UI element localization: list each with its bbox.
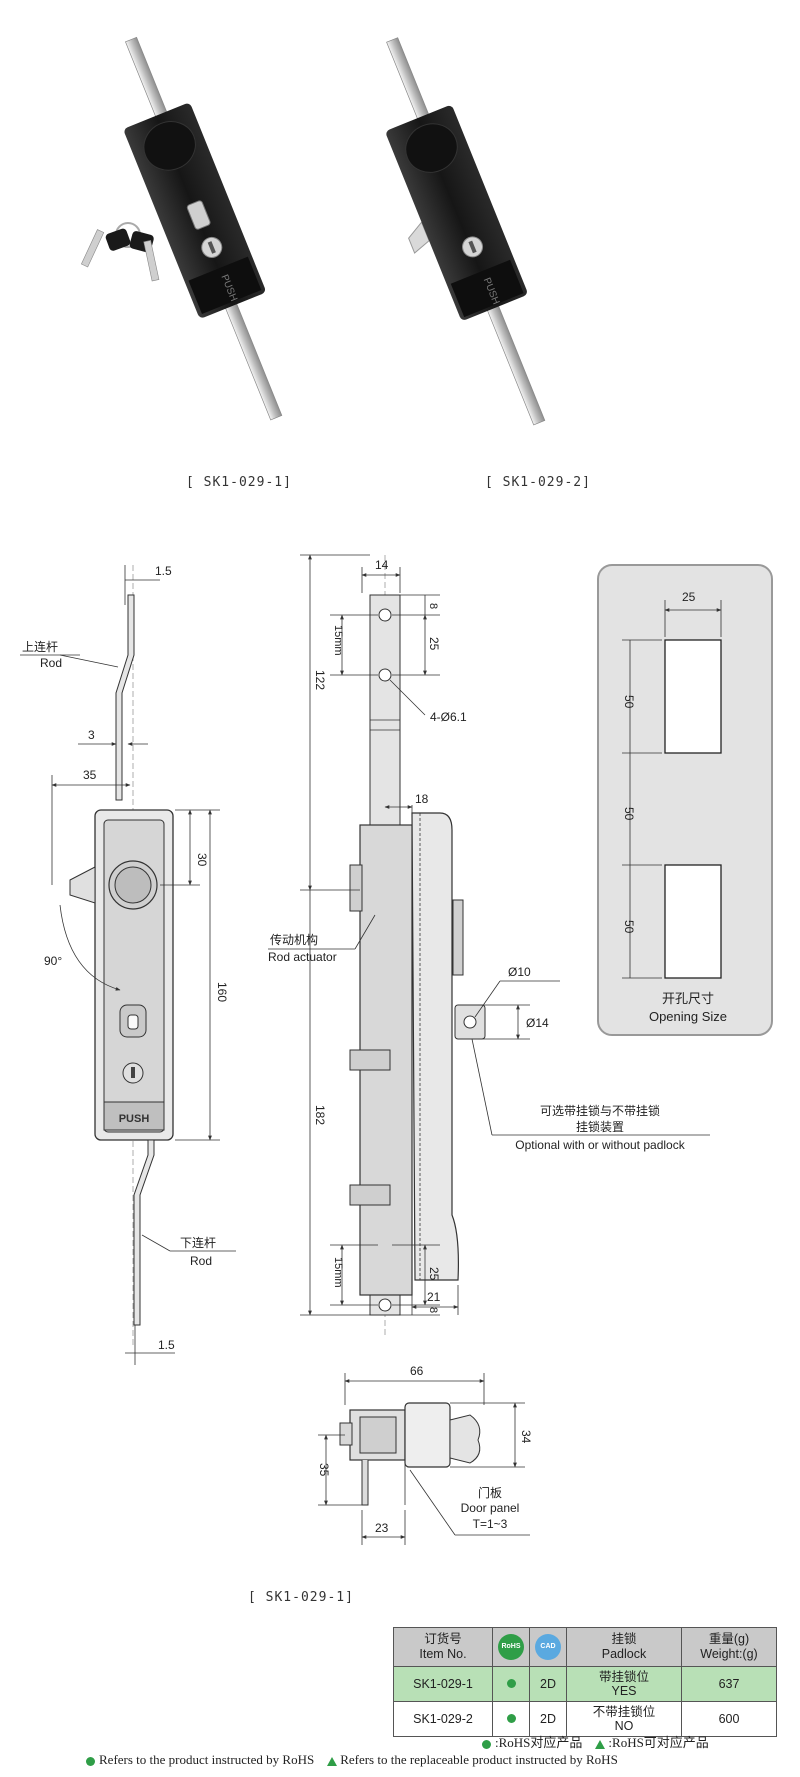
side-push-label: PUSH bbox=[119, 1113, 150, 1125]
lower-rod-label-cn: 下连杆 bbox=[180, 1235, 216, 1250]
rohs-dot-icon bbox=[506, 1714, 516, 1723]
top-dim-66: 66 bbox=[410, 1364, 424, 1378]
front-view: 14 8 25 15mm 4-Ø6.1 122 18 传动机构 Rod actu… bbox=[268, 554, 710, 1335]
header-cad: CAD bbox=[529, 1627, 567, 1667]
top-dim-23: 23 bbox=[375, 1521, 389, 1535]
legend-rohs-en: Refers to the product instructed by RoHS bbox=[99, 1752, 315, 1767]
key-icon bbox=[80, 222, 160, 282]
upper-rod-label-en: Rod bbox=[40, 656, 62, 670]
rohs-triangle-icon bbox=[595, 1739, 606, 1749]
cell-padlock-cn: 不带挂锁位 bbox=[592, 1705, 656, 1719]
front-dim-18: 18 bbox=[415, 792, 429, 806]
opening-dim-25: 25 bbox=[682, 590, 696, 604]
front-dim-d14: Ø14 bbox=[526, 1016, 549, 1030]
door-panel-label-en: Door panel bbox=[461, 1501, 520, 1515]
front-dim-14: 14 bbox=[375, 558, 389, 572]
cell-item: SK1-029-2 bbox=[393, 1701, 493, 1737]
header-item-cn: 订货号 bbox=[424, 1632, 462, 1646]
padlock-label-cn-2: 挂锁装置 bbox=[576, 1119, 624, 1134]
product-photos: PUSH PUSH bbox=[80, 36, 546, 426]
front-dim-21: 21 bbox=[427, 1290, 441, 1304]
technical-drawing: PUSH 1.5 上连杆 Rod 3 35 30 160 90° 下连杆 Rod… bbox=[20, 554, 773, 1545]
side-angle: 90° bbox=[44, 954, 62, 968]
door-panel-thickness: T=1~3 bbox=[473, 1517, 508, 1531]
top-view: 66 34 35 23 门板 Door panel T=1~3 bbox=[317, 1364, 533, 1545]
front-dim-d10: Ø10 bbox=[508, 965, 531, 979]
cell-padlock: 不带挂锁位 NO bbox=[566, 1701, 682, 1737]
header-item: 订货号 Item No. bbox=[393, 1627, 493, 1667]
rohs-triangle-icon bbox=[327, 1756, 338, 1766]
header-weight: 重量(g) Weight:(g) bbox=[681, 1627, 777, 1667]
upper-rod-label-cn: 上连杆 bbox=[22, 639, 58, 654]
side-dim-160: 160 bbox=[215, 982, 229, 1002]
front-dim-182: 182 bbox=[313, 1105, 327, 1125]
table-header-row: 订货号 Item No. RoHS CAD 挂锁 Padlock 重量(g) W… bbox=[393, 1627, 777, 1667]
header-padlock-en: Padlock bbox=[601, 1647, 647, 1661]
photo-caption-2: [ SK1-029-2] bbox=[485, 475, 591, 490]
side-dim-35: 35 bbox=[83, 768, 97, 782]
header-weight-en: Weight:(g) bbox=[700, 1647, 758, 1661]
header-rohs: RoHS bbox=[492, 1627, 530, 1667]
drawing-caption: [ SK1-029-1] bbox=[248, 1590, 354, 1605]
top-dim-34: 34 bbox=[519, 1430, 533, 1444]
door-panel-label-cn: 门板 bbox=[478, 1485, 502, 1500]
legend-line-2: Refers to the product instructed by RoHS… bbox=[86, 1752, 618, 1768]
header-weight-cn: 重量(g) bbox=[708, 1632, 750, 1646]
cell-rohs bbox=[492, 1666, 530, 1702]
cell-cad: 2D bbox=[529, 1666, 567, 1702]
actuator-label-en: Rod actuator bbox=[268, 950, 337, 964]
rohs-dot-icon bbox=[506, 1679, 516, 1688]
side-dim-top-offset: 1.5 bbox=[155, 564, 172, 578]
top-dim-35: 35 bbox=[317, 1463, 331, 1477]
table-row: SK1-029-2 2D 不带挂锁位 NO 600 bbox=[393, 1701, 777, 1737]
rohs-dot-icon bbox=[86, 1756, 95, 1766]
front-dim-122: 122 bbox=[313, 670, 327, 690]
header-padlock: 挂锁 Padlock bbox=[566, 1627, 682, 1667]
cad-icon: CAD bbox=[535, 1634, 561, 1660]
table-row: SK1-029-1 2D 带挂锁位 YES 637 bbox=[393, 1666, 777, 1702]
cell-padlock-en: NO bbox=[614, 1719, 634, 1733]
cell-weight: 637 bbox=[681, 1666, 777, 1702]
lower-rod-label-en: Rod bbox=[190, 1254, 212, 1268]
legend-replaceable-en: Refers to the replaceable product instru… bbox=[340, 1752, 618, 1767]
opening-dim-50-c: 50 bbox=[622, 920, 636, 934]
front-dim-8-bottom: 8 bbox=[427, 1307, 439, 1313]
photo-caption-1: [ SK1-029-1] bbox=[186, 475, 292, 490]
cell-padlock: 带挂锁位 YES bbox=[566, 1666, 682, 1702]
cell-padlock-en: YES bbox=[611, 1684, 637, 1698]
side-view: PUSH 1.5 上连杆 Rod 3 35 30 160 90° 下连杆 Rod… bbox=[20, 564, 236, 1365]
cell-rohs bbox=[492, 1701, 530, 1737]
opening-dim-50-a: 50 bbox=[622, 695, 636, 709]
rohs-dot-icon bbox=[482, 1739, 491, 1749]
photo-lock-sk1-029-1: PUSH bbox=[124, 36, 283, 421]
side-dim-30: 30 bbox=[195, 853, 209, 867]
legend-rohs-cn: :RoHS对应产品 bbox=[495, 1735, 583, 1750]
rohs-icon: RoHS bbox=[498, 1634, 524, 1660]
front-dim-25-top: 25 bbox=[427, 637, 441, 651]
cell-item: SK1-029-1 bbox=[393, 1666, 493, 1702]
front-dim-25-bottom: 25 bbox=[427, 1267, 441, 1281]
opening-title-cn: 开孔尺寸 bbox=[662, 991, 714, 1006]
header-item-en: Item No. bbox=[419, 1647, 467, 1661]
padlock-label-en: Optional with or without padlock bbox=[515, 1138, 685, 1152]
header-padlock-cn: 挂锁 bbox=[611, 1632, 637, 1646]
front-dim-8-top: 8 bbox=[427, 603, 439, 609]
front-dim-15mm-bottom: 15mm bbox=[332, 1257, 344, 1288]
legend-line-1: :RoHS对应产品 :RoHS可对应产品 bbox=[482, 1732, 709, 1751]
opening-title-en: Opening Size bbox=[649, 1009, 727, 1024]
side-dim-3: 3 bbox=[88, 728, 95, 742]
cell-cad: 2D bbox=[529, 1701, 567, 1737]
actuator-label-cn: 传动机构 bbox=[270, 932, 318, 947]
photo-lock-sk1-029-2: PUSH bbox=[386, 37, 546, 426]
padlock-label-cn-1: 可选带挂锁与不带挂锁 bbox=[540, 1103, 660, 1118]
legend-replaceable-cn: :RoHS可对应产品 bbox=[608, 1735, 709, 1750]
opening-size-panel: 25 50 50 50 开孔尺寸 Opening Size bbox=[597, 564, 773, 1036]
front-dim-15mm-top: 15mm bbox=[332, 625, 344, 656]
spec-table: 订货号 Item No. RoHS CAD 挂锁 Padlock 重量(g) W… bbox=[393, 1627, 777, 1737]
cell-padlock-cn: 带挂锁位 bbox=[598, 1670, 649, 1684]
front-holes-label: 4-Ø6.1 bbox=[430, 710, 467, 724]
side-dim-bottom-offset: 1.5 bbox=[158, 1338, 175, 1352]
opening-dim-50-b: 50 bbox=[622, 807, 636, 821]
cell-weight: 600 bbox=[681, 1701, 777, 1737]
